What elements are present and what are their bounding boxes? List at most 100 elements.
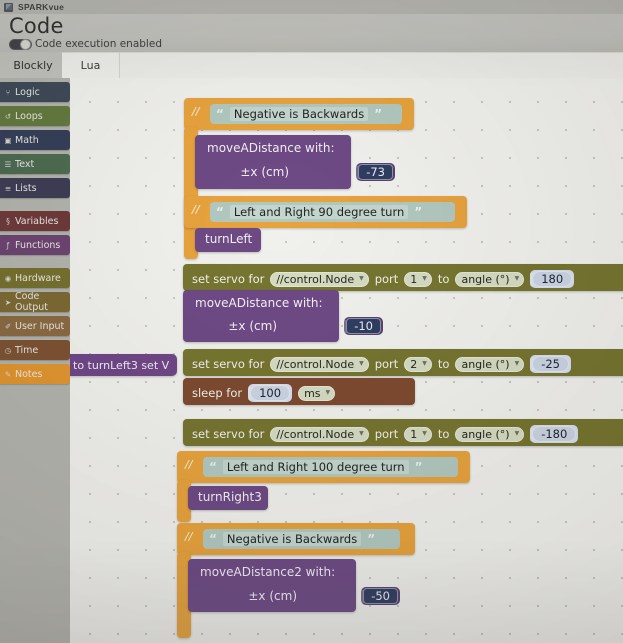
argument-value-wrapper[interactable]: -10 [344,317,383,335]
tab-blockly[interactable]: Blockly [13,58,53,72]
servo-prefix-label: set servo for [192,427,265,441]
toolbox-category-hardware[interactable]: ◉Hardware [0,268,70,288]
chevron-down-icon: ▼ [359,274,364,282]
servo-prefix-label: set servo for [192,272,265,286]
sleep-unit-dropdown[interactable]: ms ▼ [298,385,336,401]
chevron-down-icon: ▼ [422,359,427,367]
servo-to-label: to [437,427,450,441]
servo-unit-dropdown[interactable]: angle (°) ▼ [455,356,525,372]
servo-to-label: to [437,357,450,371]
servo-block-2[interactable]: set servo for //control.Node ▼ port 2 ▼ … [183,349,623,376]
comment-field-3[interactable]: “ Left and Right 100 degree turn ” [203,457,458,477]
comment-block-wrapper-4[interactable]: // “ Negative is Backwards ” [177,523,415,555]
tab-lua[interactable]: Lua [62,52,120,78]
list-icon: ≡ [4,183,12,193]
servo-node-dropdown[interactable]: //control.Node ▼ [270,426,369,442]
servo-value[interactable]: -180 [532,426,577,442]
chevron-down-icon: ▼ [422,274,427,282]
sleep-row: sleep for 100 ms ▼ [192,384,336,402]
quote-close-icon: ” [374,107,383,121]
toolbox-category-loops[interactable]: ↺Loops [0,106,70,126]
toolbox-category-label: Lists [15,182,37,194]
toolbox-category-lists[interactable]: ≡Lists [0,178,70,198]
procedure-label: moveADistance with: [195,296,323,310]
clock-icon: ◷ [4,345,12,355]
chevron-down-icon: ▼ [359,429,364,437]
procedure-block-movedistance-1[interactable]: moveADistance with: ±x (cm) -73 [195,135,395,189]
servo-port-dropdown[interactable]: 2 ▼ [404,356,432,372]
servo-value-wrapper[interactable]: -25 [530,355,571,373]
toolbox-category-notes[interactable]: ✎Notes [0,364,70,384]
procedure-block-movedistance-2[interactable]: moveADistance with: ±x (cm) -10 [183,290,383,342]
chevron-down-icon: ▼ [325,388,331,396]
comment-slash-icon: // [185,530,193,543]
servo-port-dropdown[interactable]: 1 ▼ [404,426,432,442]
quote-close-icon: ” [414,205,423,219]
toolbox-category-math[interactable]: ▣Math [0,130,70,150]
procedure-block-turnright3[interactable]: turnRight3 [188,486,268,510]
chevron-down-icon: ▼ [514,359,520,367]
servo-port-dropdown[interactable]: 1 ▼ [404,271,432,287]
quote-close-icon: ” [367,532,376,546]
servo-to-label: to [437,272,450,286]
comment-field-4[interactable]: “ Negative is Backwards ” [203,529,400,549]
comment-block-wrapper-3[interactable]: // “ Left and Right 100 degree turn ” [177,451,470,483]
procedure-label: turnLeft [205,232,253,246]
toolbox-category-user-input[interactable]: ✐User Input [0,316,70,336]
sleep-value[interactable]: 100 [250,385,291,401]
servo-unit-dropdown[interactable]: angle (°) ▼ [455,271,525,287]
servo-value-wrapper[interactable]: 180 [530,270,575,288]
argument-value-wrapper[interactable]: -50 [361,587,400,605]
comment-block-wrapper-1[interactable]: // “ Negative is Backwards ” [184,98,414,130]
sleep-value-wrapper[interactable]: 100 [248,384,293,402]
servo-node-dropdown[interactable]: //control.Node ▼ [270,271,369,287]
servo-block-3[interactable]: set servo for //control.Node ▼ port 1 ▼ … [183,419,623,446]
servo-unit-dropdown[interactable]: angle (°) ▼ [455,426,525,442]
toolbox-category-label: User Input [15,320,65,332]
toolbox-category-text[interactable]: ☰Text [0,154,70,174]
code-execution-toggle[interactable] [9,38,32,50]
servo-block-1[interactable]: set servo for //control.Node ▼ port 1 ▼ … [183,264,623,291]
argument-value[interactable]: -10 [346,318,381,334]
quote-close-icon: ” [414,460,423,474]
comment-block-wrapper-2[interactable]: // “ Left and Right 90 degree turn ” [184,196,467,228]
comment-field-2[interactable]: “ Left and Right 90 degree turn ” [210,202,455,222]
toolbox-category-time[interactable]: ◷Time [0,340,70,360]
blockly-workspace[interactable]: to turnLeft3 set V // “ Negative is Back… [70,78,623,643]
comment-field-1[interactable]: “ Negative is Backwards ” [210,104,402,124]
servo-port-label: port [374,357,399,371]
servo-value[interactable]: -25 [532,356,569,372]
servo-node-dropdown[interactable]: //control.Node ▼ [270,356,369,372]
chevron-down-icon: ▼ [422,429,427,437]
function-icon: ƒ [6,240,10,250]
quote-open-icon: “ [216,107,224,121]
servo-value-wrapper[interactable]: -180 [530,425,579,443]
toolbox-category-logic[interactable]: ⑂Logic [0,82,70,102]
argument-value-wrapper[interactable]: -73 [356,163,395,181]
input-icon: ✐ [4,321,12,331]
toolbox-category-variables[interactable]: §Variables [0,211,70,231]
comment-block-body-4 [177,552,191,638]
procedure-block-turnleft[interactable]: turnLeft [195,228,261,252]
output-icon: ➤ [4,297,12,307]
page-header: Code Code execution enabled [0,14,623,52]
toolbox-category-code-output[interactable]: ➤Code Output [0,292,70,312]
orphan-procedure-block[interactable]: to turnLeft3 set V [70,354,178,376]
argument-value[interactable]: -50 [363,588,398,604]
chevron-down-icon: ▼ [514,274,520,282]
toolbox-category-label: Hardware [15,272,61,284]
quote-open-icon: “ [216,205,224,219]
procedure-label: moveADistance with: [207,141,335,155]
argument-value[interactable]: -73 [358,164,393,180]
servo-value[interactable]: 180 [532,271,573,287]
argument-label: ±x (cm) [240,165,289,179]
note-icon: ✎ [4,369,12,379]
branch-icon: ⑂ [5,87,11,97]
toolbox-category-label: Math [15,134,39,146]
comment-text: Left and Right 100 degree turn [222,460,409,474]
procedure-block-movedistance2[interactable]: moveADistance2 with: ±x (cm) -50 [188,559,400,612]
sleep-block[interactable]: sleep for 100 ms ▼ [183,378,415,405]
